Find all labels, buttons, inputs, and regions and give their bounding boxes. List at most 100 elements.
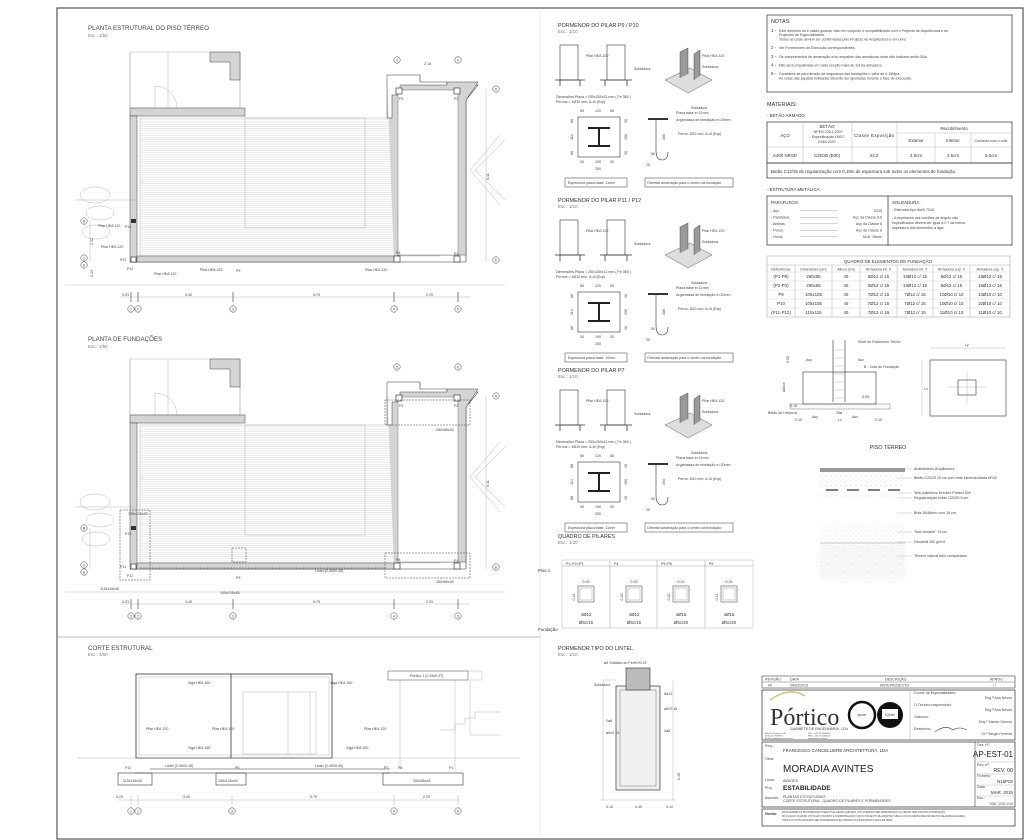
pillar-label: P1 <box>454 252 458 256</box>
pillar-label: P2 <box>454 404 458 408</box>
grid-marker <box>492 392 500 400</box>
pillar-label: Pilar HEA 120 <box>702 229 724 233</box>
grid-label: C <box>83 564 86 568</box>
pillar-note: Pilar HEA 120 <box>365 268 387 272</box>
concrete-title: - BETÃO ARMADO <box>767 113 805 118</box>
table-cell: (P11-P12) <box>771 310 791 315</box>
footing-detail-label: Altura <box>782 383 786 392</box>
beam-label: Viga HEA 160 <box>330 681 352 685</box>
grid-label: 4 <box>393 308 395 312</box>
section-scale: Esc.: 1/50 <box>88 652 108 657</box>
bolt-spec-key: - Anilhas <box>771 222 785 226</box>
field-label: Des. nº: <box>977 743 990 747</box>
weld-label: Soldadura <box>691 281 707 285</box>
pillar-label: P3 <box>399 404 403 408</box>
weld-label: Soldadura <box>691 106 707 110</box>
grid-label: C <box>83 257 86 261</box>
role-name: Eng.ª Ana Neves <box>985 696 1012 700</box>
plan2-scale: Esc.: 1/50 <box>88 344 108 349</box>
column-section <box>625 585 643 603</box>
base-plate-section <box>648 463 668 465</box>
pillar-label: P3 <box>399 97 403 101</box>
revision-header: DESCRIÇÃO <box>885 677 907 682</box>
table-cell: 105x105 <box>805 292 822 297</box>
company-contact: FAX: +351 22 0000000 <box>808 735 831 738</box>
plate-plan <box>577 461 621 503</box>
table-cell: P9 <box>778 292 784 297</box>
detail-scale: Esc.: 1/10 <box>558 29 578 34</box>
grid-label: 1 <box>130 810 132 814</box>
note-text: Todas as cotas devem ser confirmadas pel… <box>779 37 907 41</box>
layer-label: Geotextil 250 gr/m2 <box>914 540 945 544</box>
dimension: 0.23 <box>116 795 123 799</box>
grid-marker <box>229 612 237 620</box>
revision: REV. 00 <box>993 768 1013 774</box>
column-header: Dimensões (cm) <box>800 268 826 272</box>
footing-label: 105x105x45 <box>218 779 238 783</box>
field-label: Notas: <box>765 811 777 816</box>
cert-logo-text: apcer <box>858 713 868 717</box>
footing-detail-label: Ly <box>965 343 969 347</box>
pillar-note: Pilar HEA 120 <box>101 245 123 249</box>
pillar-label: P8 <box>396 251 400 255</box>
iso-column <box>679 222 701 255</box>
note-text: Este desenho só é válido quando visto em… <box>779 29 948 33</box>
portico-label: Pórtico 1 (0.25x0.27) <box>410 674 443 678</box>
base-plate-label: Placa base e=11mm <box>676 286 709 290</box>
plate-thickness: Espessura placa base: 10mm <box>568 356 615 360</box>
table-cell: 5Ø12 c/ 15 <box>941 283 963 288</box>
footing-label: 115x115x45 <box>123 779 142 783</box>
dimension: 190 <box>624 309 628 315</box>
plate-dims: Dimensões Placa = 250x250x11 mm ( Fe 360… <box>556 270 631 274</box>
pillar-label: P7 <box>384 766 388 770</box>
column-header: Referências <box>771 268 790 272</box>
company-contact: 4200-000 PORTO <box>765 736 783 738</box>
field-label: Obra: <box>765 757 774 761</box>
concrete-footnote: Betão C12/15 de regularização com 0,10m … <box>771 169 956 174</box>
plate-dims: Dimensões Placa = 250x250x11 mm ( Fe 360… <box>556 95 631 99</box>
bolt-label: Perno: Ø10 mm, A-4t (Exp) <box>678 477 721 481</box>
dimension: 68 <box>570 119 574 123</box>
concrete-header: BETÃO <box>820 124 835 129</box>
concrete-sub: - NPEN 206.1:2007 <box>811 130 842 134</box>
dimension: 30 <box>610 160 614 164</box>
date: MAR. 2015 <box>991 790 1014 795</box>
revision-header: DATA <box>790 678 800 682</box>
lintel-detail: PORMENOR TIPO DO LINTEL Esc.: 1/10 ø6 So… <box>558 646 681 809</box>
anchors: Pernos = 4Ø10 mm, A-4t (Exp) <box>556 445 605 449</box>
bolt-spec-key: - Parafusos <box>771 216 790 220</box>
column-elevation <box>606 44 626 81</box>
dimension: 2.29 <box>426 293 433 297</box>
bolt-spec-key: - Aço <box>771 209 779 213</box>
table-cell: 7Ø12 c/ 15 <box>868 310 890 315</box>
dimension: 5.79 <box>310 795 317 799</box>
dimension: 6.11 <box>486 173 490 180</box>
scale: 1/50; 1/20;1/10 <box>989 802 1013 806</box>
cover-header: Recobrimento <box>940 126 968 131</box>
concrete-sub: E464-2007 <box>818 140 836 144</box>
dimension: 3.40 <box>185 600 192 604</box>
dimension: 30 <box>624 326 628 330</box>
note-text: Não será empalmada em cada secção mais d… <box>779 64 882 68</box>
dimension: 0.45 <box>677 773 681 780</box>
stirrup <box>627 587 641 601</box>
revision-cell: 00 <box>768 684 772 688</box>
stirrups: Ø6c/20 <box>674 620 689 625</box>
work-name: MORADIA AVINTES <box>783 764 874 775</box>
detail-scale: Esc.: 1/10 <box>558 374 578 379</box>
pillar-label: P8 <box>396 558 400 562</box>
dimension: 1.32 <box>90 238 94 245</box>
bolt-spec-value: Aço da Classe 8 <box>856 222 882 226</box>
revision-cell: 24/03/2015 <box>790 684 808 688</box>
note-number: 2 - <box>771 45 777 50</box>
table-cell: 45 <box>844 301 849 306</box>
grid-label: 5 <box>457 810 459 814</box>
bolt-spec-key: - Porca <box>771 229 783 233</box>
grid-label: 5 <box>457 615 459 619</box>
subject-line: PLANTAS ESTRUTURAIS <box>783 795 826 799</box>
metal-title: - ESTRUTURA METÁLICA: <box>767 187 821 192</box>
subject-line: CORTE ESTRUTURAL, QUADRO DE PILARES E PO… <box>783 799 891 803</box>
